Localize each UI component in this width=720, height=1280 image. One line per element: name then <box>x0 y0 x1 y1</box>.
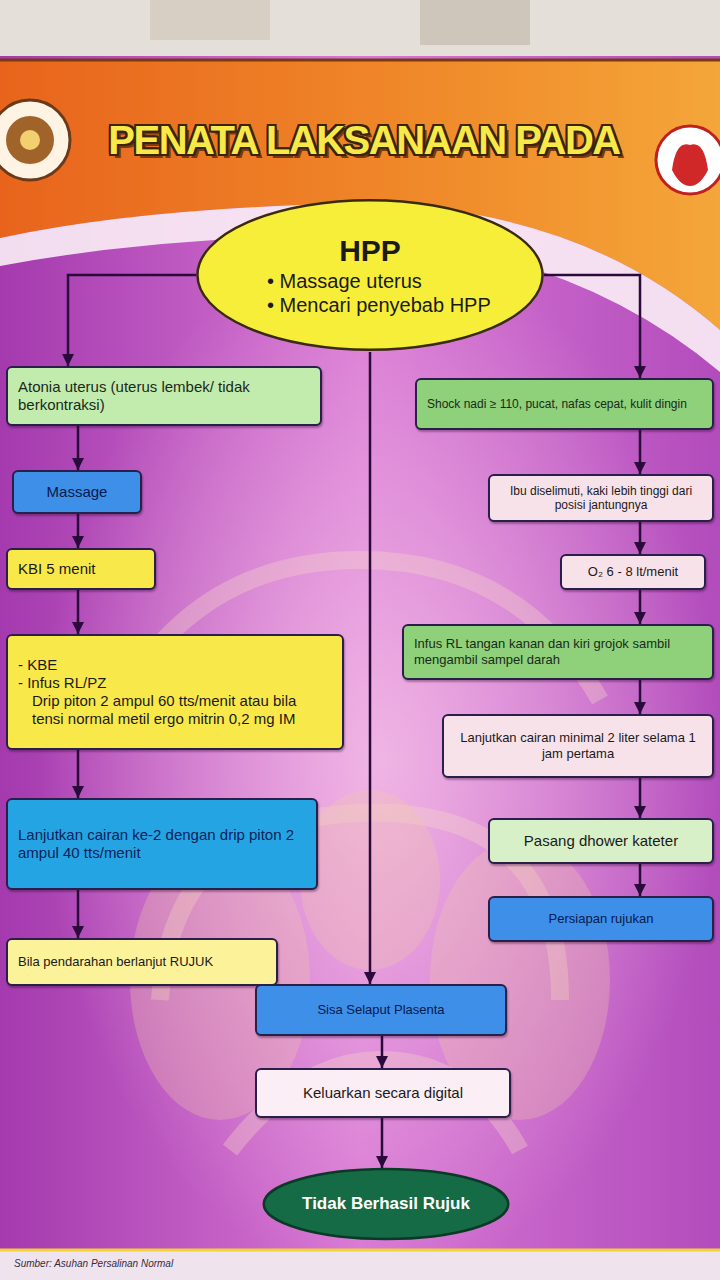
problem-box: Shock nadi ≥ 110, pucat, nafas cepat, ku… <box>415 378 714 430</box>
node-text: Tidak Berhasil Rujuk <box>286 1194 486 1214</box>
start-oval: HPP• Massage uterus• Mencari penyebab HP… <box>195 198 545 352</box>
flow-arrow <box>77 426 80 470</box>
node-text: KBI 5 menit <box>18 560 144 578</box>
poster-body <box>0 56 720 1280</box>
end-box: Persiapan rujukan <box>488 896 714 942</box>
node-text: Pasang dhower kateter <box>500 832 702 850</box>
process-box: Lanjutkan cairan minimal 2 liter selama … <box>442 714 714 778</box>
process-box: Massage <box>12 470 142 514</box>
process-box: Keluarkan secara digital <box>255 1068 511 1118</box>
end-oval-fill <box>264 1169 509 1239</box>
flow-arrow <box>639 522 642 554</box>
node-text: Lanjutkan cairan minimal 2 liter selama … <box>454 730 702 761</box>
node-text: - KBE <box>18 656 332 674</box>
end-oval: Tidak Berhasil Rujuk <box>262 1168 510 1240</box>
node-text: Keluarkan secara digital <box>267 1084 499 1102</box>
process-box: Pasang dhower kateter <box>488 818 714 864</box>
node-text: Atonia uterus (uterus lembek/ tidak berk… <box>18 378 310 414</box>
flow-arrow <box>639 680 642 714</box>
process-box: Ibu diselimuti, kaki lebih tinggi dari p… <box>488 474 714 522</box>
process-box: KBI 5 menit <box>6 548 156 590</box>
node-text: Infus RL tangan kanan dan kiri grojok sa… <box>414 636 702 667</box>
node-text: - Infus RL/PZ <box>18 674 332 692</box>
node-text: HPP <box>235 233 505 269</box>
poster-title: PENATA LAKSANAAN PADA <box>96 118 632 163</box>
wall-picture <box>420 0 530 45</box>
bottom-rule <box>0 1249 720 1252</box>
flow-arrow <box>639 864 642 896</box>
node-text: • Massage uterus <box>267 269 505 293</box>
wall-picture <box>150 0 270 40</box>
flow-arrow <box>639 590 642 624</box>
flow-arrow <box>381 1118 384 1168</box>
end-box: Bila pendarahan berlanjut RUJUK <box>6 938 278 986</box>
flow-arrow <box>77 590 80 634</box>
process-box: Lanjutkan cairan ke-2 dengan drip piton … <box>6 798 318 890</box>
flow-arrow <box>381 1036 384 1068</box>
problem-box: Atonia uterus (uterus lembek/ tidak berk… <box>6 366 322 426</box>
flow-arrow <box>77 890 80 938</box>
start-oval-fill <box>197 200 542 349</box>
node-text: Persiapan rujukan <box>500 911 702 927</box>
flow-arrow <box>639 778 642 818</box>
process-box: - KBE- Infus RL/PZDrip piton 2 ampul 60 … <box>6 634 344 750</box>
flow-arrow <box>77 514 80 548</box>
flow-arrow <box>77 750 80 798</box>
node-text: Ibu diselimuti, kaki lebih tinggi dari p… <box>500 484 702 513</box>
node-text: Sisa Selaput Plasenta <box>267 1002 495 1018</box>
poster-edge <box>0 59 720 62</box>
node-text: Bila pendarahan berlanjut RUJUK <box>18 954 266 970</box>
process-box: Infus RL tangan kanan dan kiri grojok sa… <box>402 624 714 680</box>
problem-box: Sisa Selaput Plasenta <box>255 984 507 1036</box>
node-text: Massage <box>24 483 130 501</box>
flow-arrow <box>369 352 372 984</box>
node-text: O₂ 6 - 8 lt/menit <box>572 564 694 580</box>
node-text: Shock nadi ≥ 110, pucat, nafas cepat, ku… <box>427 397 702 411</box>
node-text: Lanjutkan cairan ke-2 dengan drip piton … <box>18 826 306 862</box>
node-text: • Mencari penyebab HPP <box>267 293 505 317</box>
source-note: Sumber: Asuhan Persalinan Normal <box>14 1258 173 1269</box>
process-box: O₂ 6 - 8 lt/menit <box>560 554 706 590</box>
flow-arrow <box>544 275 640 378</box>
bottom-strip <box>0 1250 720 1280</box>
flow-arrow <box>68 275 196 366</box>
node-text: Drip piton 2 ampul 60 tts/menit atau bil… <box>32 692 332 728</box>
flow-arrow <box>639 430 642 474</box>
logo-right <box>656 126 720 194</box>
logo-left <box>0 100 70 180</box>
wall <box>0 0 720 60</box>
